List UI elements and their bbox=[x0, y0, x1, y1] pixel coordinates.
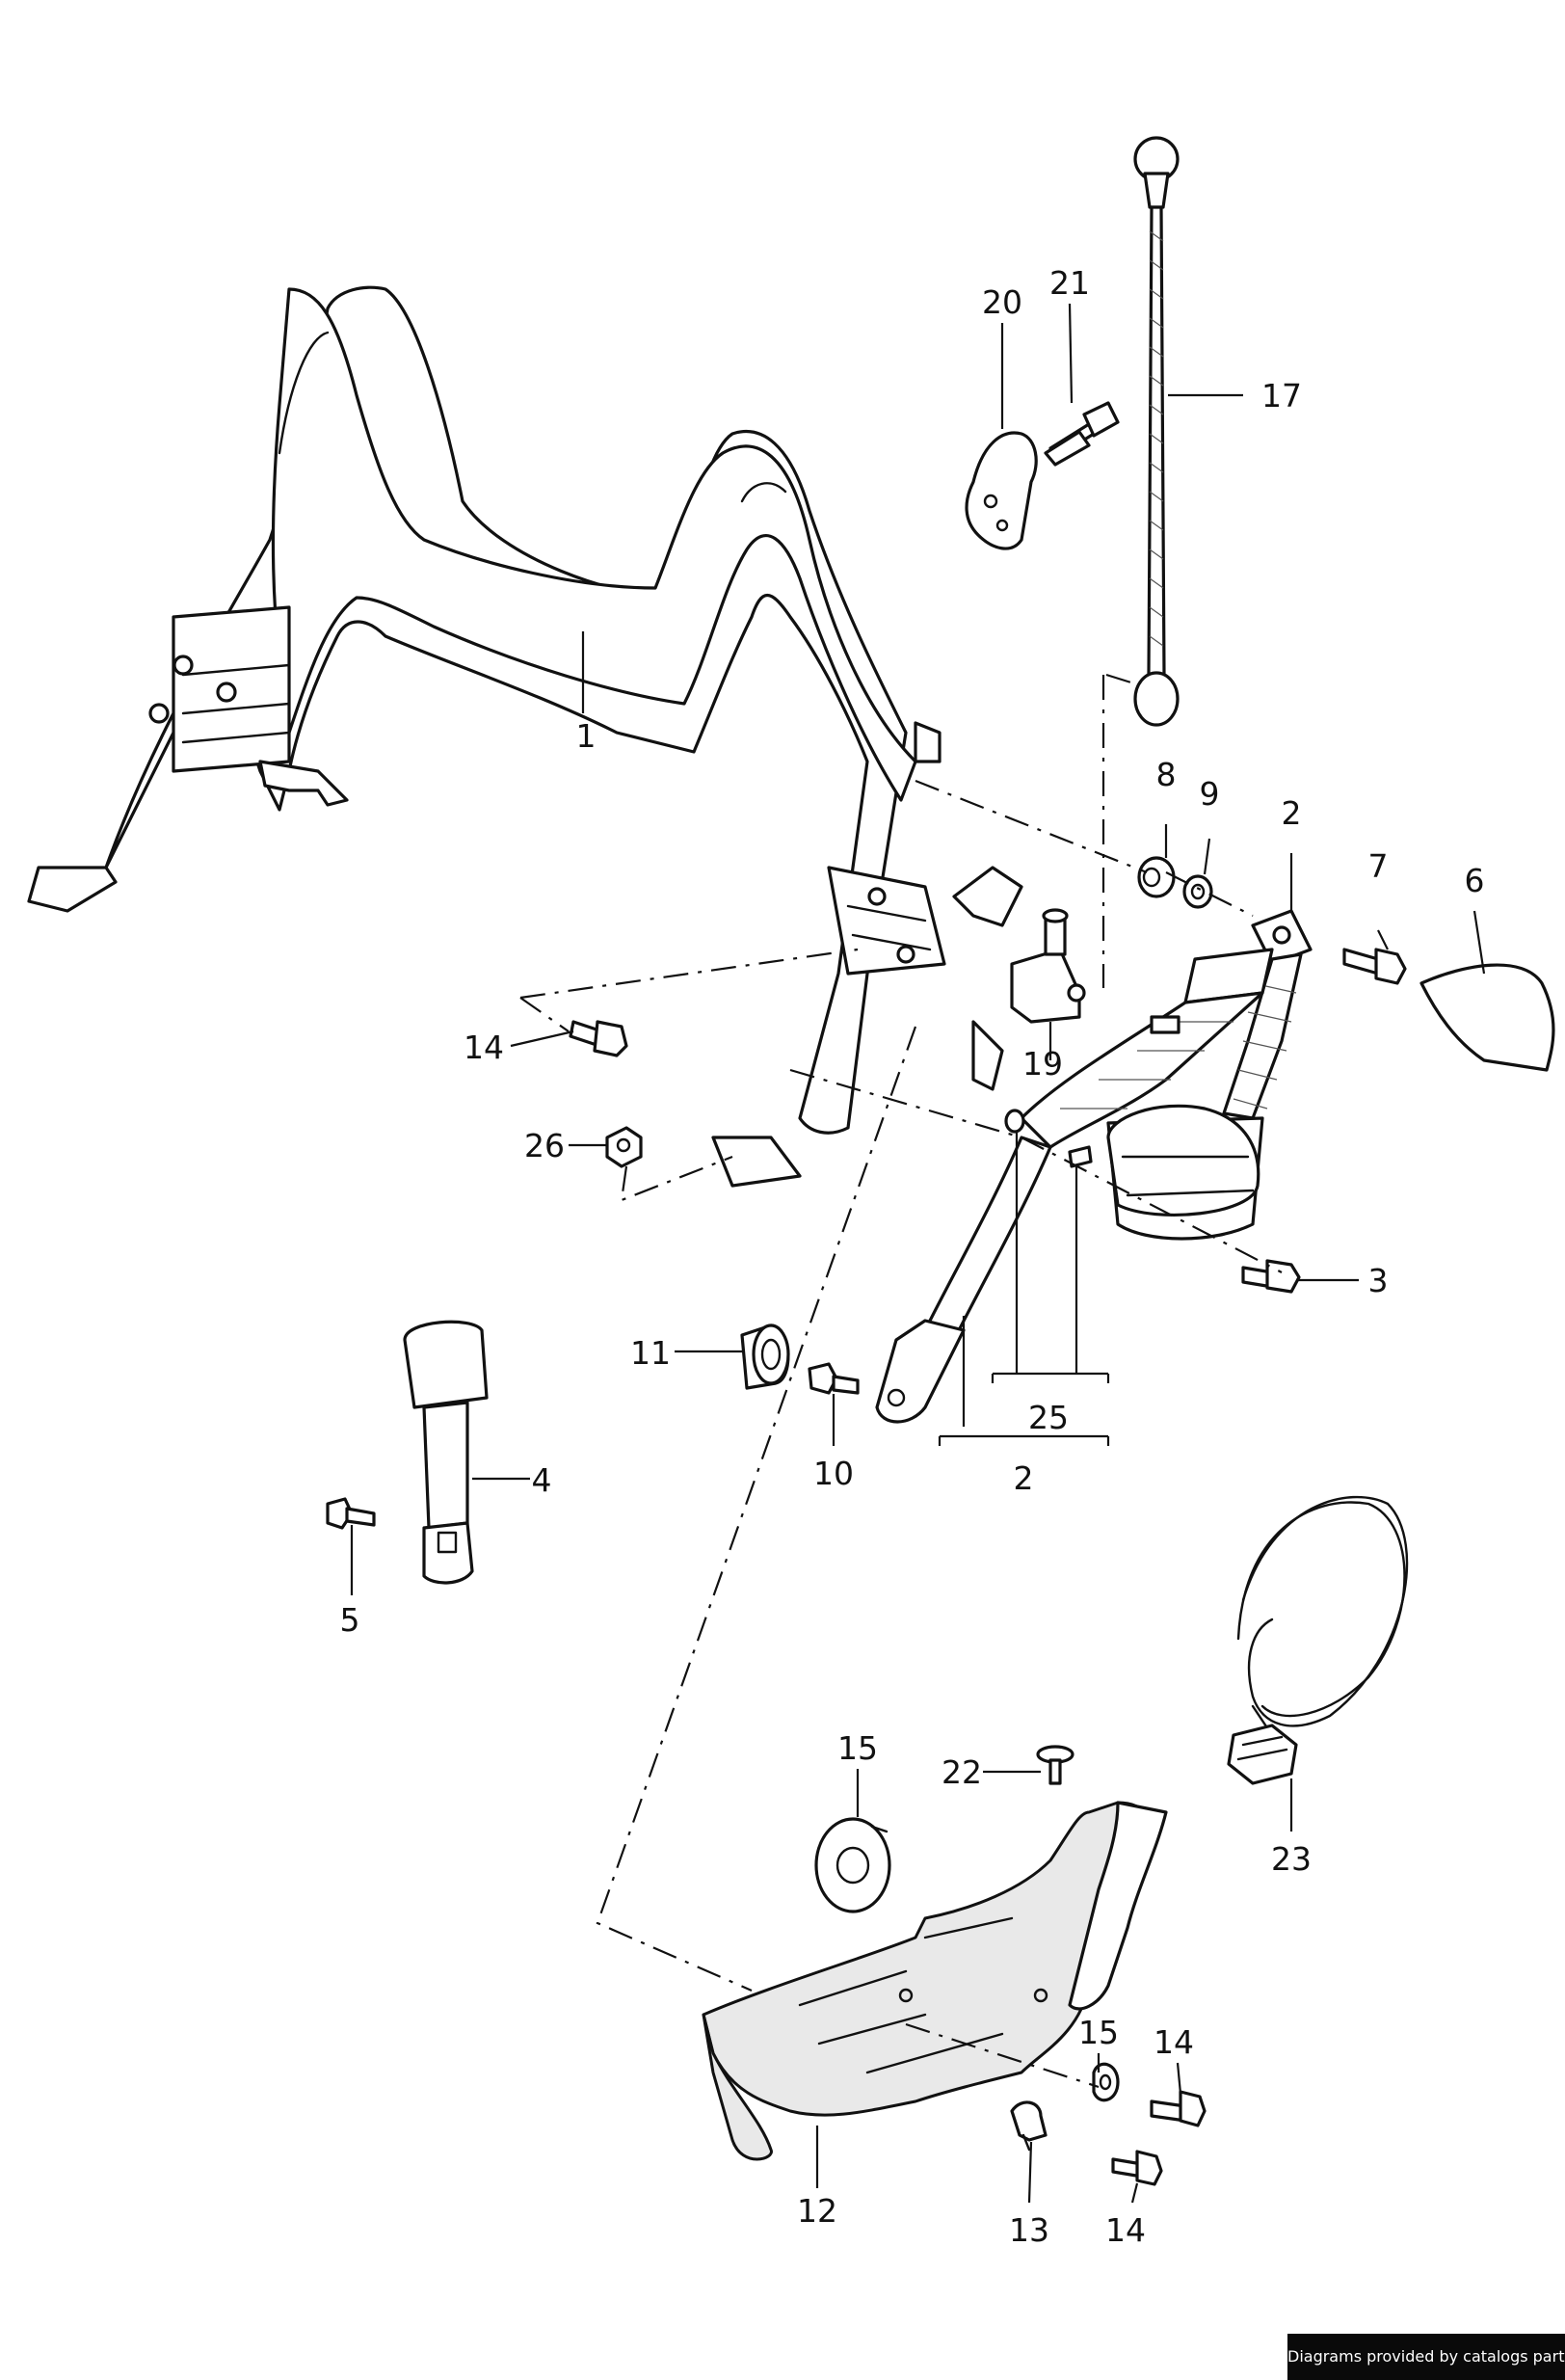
callout-25: 25 bbox=[1028, 1399, 1069, 1436]
bolt-7 bbox=[1342, 948, 1407, 985]
guide-bracket bbox=[1010, 908, 1086, 1024]
callout-23: 23 bbox=[1271, 1840, 1312, 1878]
nut-26 bbox=[605, 1126, 643, 1168]
bolt-14-upper bbox=[569, 1020, 628, 1057]
callout-2-top: 2 bbox=[1282, 794, 1302, 832]
bolt-14-lower-a bbox=[1150, 2090, 1207, 2127]
callout-1: 1 bbox=[576, 717, 597, 755]
callout-7: 7 bbox=[1368, 847, 1389, 885]
grommet-15-upper bbox=[814, 1817, 891, 1913]
cover-cap bbox=[965, 431, 1038, 550]
callout-14-bottom: 14 bbox=[1105, 2211, 1146, 2249]
callout-3: 3 bbox=[1368, 1262, 1389, 1299]
callout-8: 8 bbox=[1156, 756, 1177, 793]
callout-6: 6 bbox=[1465, 862, 1485, 899]
callout-14-right: 14 bbox=[1154, 2023, 1194, 2061]
callout-21: 21 bbox=[1049, 264, 1090, 302]
connector-lines bbox=[519, 673, 1283, 2089]
cover-6 bbox=[1419, 963, 1555, 1072]
callout-14-upper: 14 bbox=[464, 1029, 504, 1066]
trim-panel bbox=[702, 1801, 1168, 2161]
callout-19: 19 bbox=[1022, 1045, 1063, 1083]
callout-labels: 1 17 20 21 19 8 9 2 7 6 14 26 3 25 2 11 … bbox=[340, 264, 1485, 2249]
callout-11: 11 bbox=[630, 1334, 671, 1372]
callout-15-upper: 15 bbox=[837, 1729, 878, 1767]
callout-9: 9 bbox=[1200, 775, 1220, 813]
callout-15-lower: 15 bbox=[1078, 2014, 1119, 2051]
callout-12: 12 bbox=[797, 2192, 837, 2230]
washer-pin-25 bbox=[1004, 1109, 1093, 1168]
callout-17: 17 bbox=[1261, 377, 1302, 414]
belt-buckle bbox=[403, 1320, 489, 1585]
roll-bar bbox=[27, 285, 1023, 1188]
callout-20: 20 bbox=[982, 283, 1022, 321]
clip-13 bbox=[1010, 2100, 1048, 2152]
callout-13: 13 bbox=[1009, 2211, 1049, 2249]
leader-lines bbox=[350, 303, 1486, 2204]
callout-2-bottom: 2 bbox=[1014, 1459, 1034, 1497]
clip-22 bbox=[1036, 1745, 1074, 1785]
bolt-3 bbox=[1241, 1259, 1301, 1294]
washer-15-lower bbox=[1092, 2062, 1120, 2102]
seat-belt-assembly bbox=[875, 909, 1313, 1424]
antenna bbox=[1133, 136, 1180, 727]
screw-21 bbox=[1044, 401, 1120, 467]
callout-10: 10 bbox=[813, 1455, 854, 1492]
bolt-5 bbox=[326, 1497, 376, 1530]
spacer-8 bbox=[1137, 856, 1176, 898]
cable-harness bbox=[1227, 1495, 1409, 1785]
bolt-10 bbox=[808, 1362, 860, 1395]
bolt-14-lower-b bbox=[1111, 2150, 1163, 2186]
callout-5: 5 bbox=[340, 1601, 360, 1639]
callout-26: 26 bbox=[524, 1127, 565, 1164]
spacer-11 bbox=[740, 1324, 790, 1390]
washer-9 bbox=[1182, 874, 1213, 909]
callout-22: 22 bbox=[942, 1753, 982, 1791]
callout-4: 4 bbox=[532, 1461, 552, 1499]
diagram-credit: Diagrams provided by catalogs parts bbox=[1287, 2334, 1565, 2380]
